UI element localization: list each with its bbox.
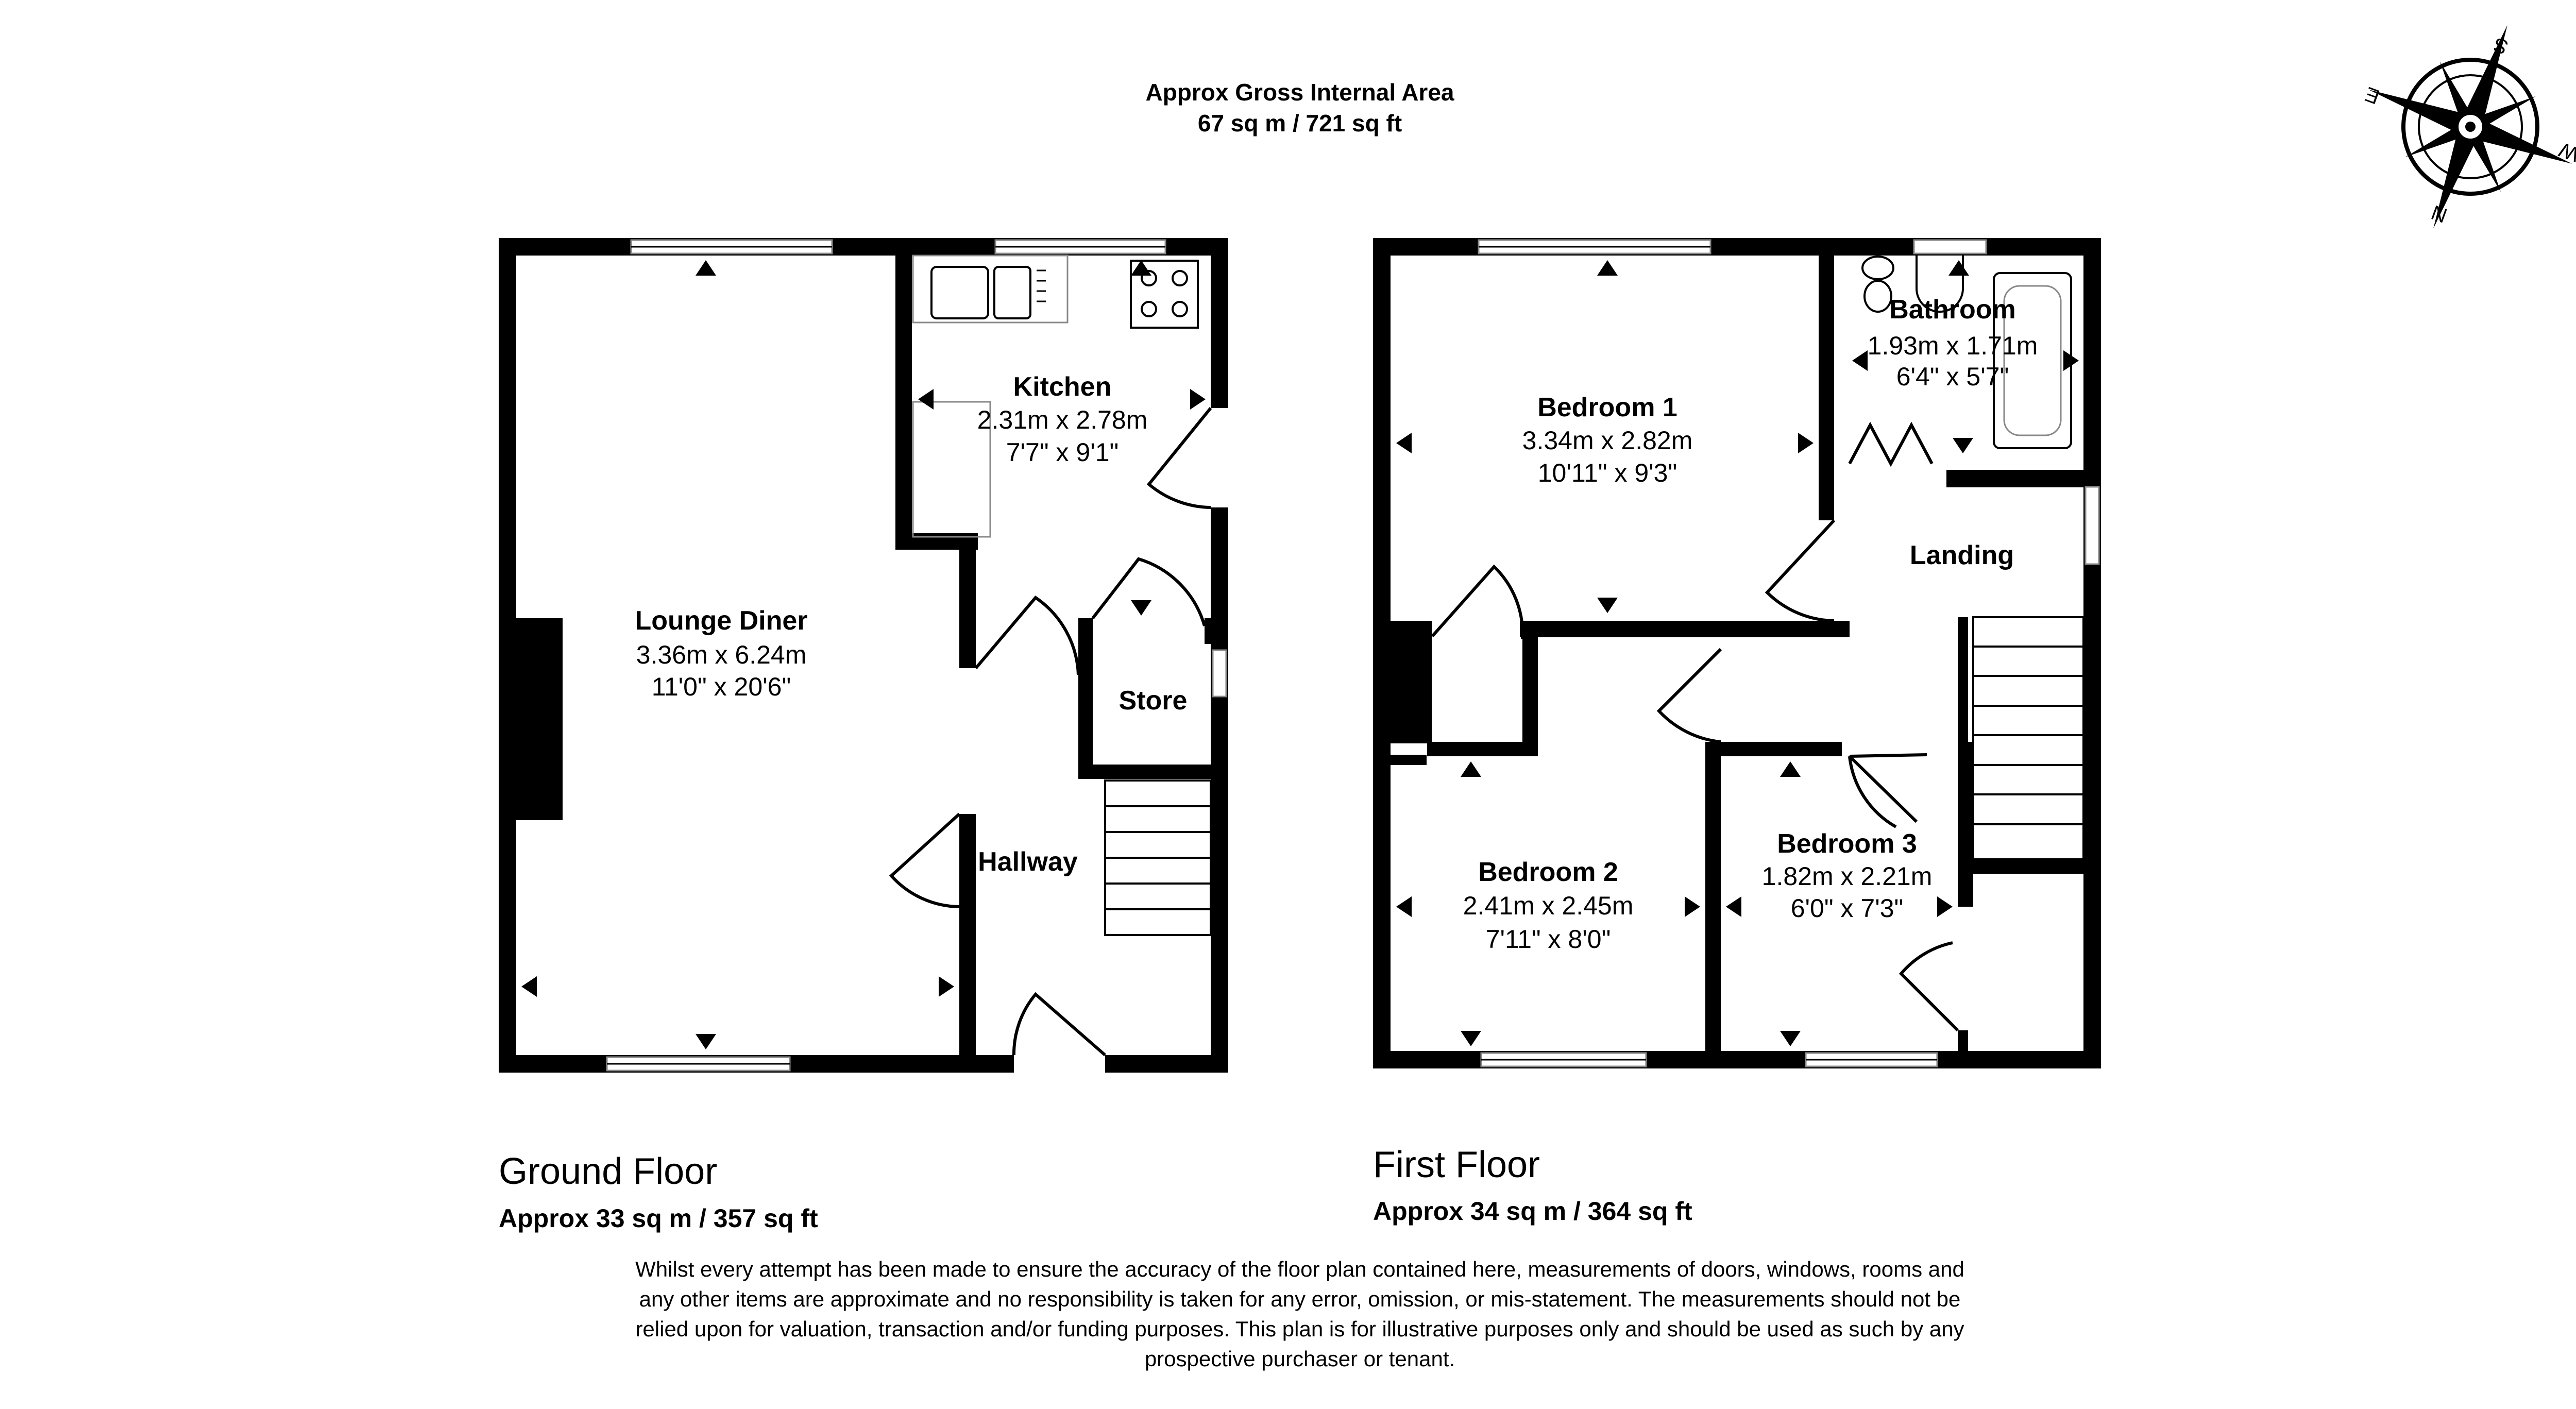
lounge-diner-imperial: 11'0" x 20'6" <box>652 672 791 701</box>
bedroom-3-name: Bedroom 3 <box>1777 829 1917 859</box>
disclaimer-line-2: any other items are approximate and no r… <box>639 1287 1961 1311</box>
compass-rose-icon: S N E W <box>2362 25 2576 229</box>
compass-east-label: E <box>2362 82 2383 108</box>
lounge-diner-metric: 3.36m x 6.24m <box>636 640 807 669</box>
bedroom-1-imperial: 10'11" x 9'3" <box>1538 459 1677 487</box>
kitchen-name: Kitchen <box>1013 372 1112 402</box>
bedroom-1-metric: 3.34m x 2.82m <box>1522 426 1693 455</box>
gross-area-value: 67 sq m / 721 sq ft <box>1198 110 1402 137</box>
store-name: Store <box>1119 686 1188 716</box>
ground-floor-plan <box>499 238 1228 1073</box>
hallway-name: Hallway <box>978 847 1078 877</box>
landing-name: Landing <box>1910 540 2014 570</box>
disclaimer-line-4: prospective purchaser or tenant. <box>1145 1347 1455 1371</box>
gross-area-title: Approx Gross Internal Area <box>1145 79 1454 106</box>
first-floor-plan <box>1373 238 2101 1068</box>
compass-west-label: W <box>2556 138 2576 166</box>
first-floor-area: Approx 34 sq m / 364 sq ft <box>1373 1197 1692 1226</box>
disclaimer-line-1: Whilst every attempt has been made to en… <box>635 1257 1964 1281</box>
first-floor-title: First Floor <box>1373 1144 1540 1185</box>
bathroom-name: Bathroom <box>1889 295 2016 325</box>
ground-floor-area: Approx 33 sq m / 357 sq ft <box>499 1204 818 1233</box>
bedroom-3-metric: 1.82m x 2.21m <box>1762 862 1933 891</box>
bedroom-2-imperial: 7'11" x 8'0" <box>1486 925 1611 954</box>
compass-north-label: N <box>2429 200 2450 227</box>
lounge-diner-name: Lounge Diner <box>635 606 807 636</box>
ground-floor-title: Ground Floor <box>499 1151 717 1192</box>
bedroom-1-name: Bedroom 1 <box>1537 393 1677 422</box>
bedroom-2-metric: 2.41m x 2.45m <box>1463 891 1634 920</box>
bathroom-imperial: 6'4" x 5'7" <box>1896 362 2009 391</box>
bathroom-metric: 1.93m x 1.71m <box>1868 331 2038 360</box>
bedroom-2-name: Bedroom 2 <box>1478 857 1618 887</box>
disclaimer-line-3: relied upon for valuation, transaction a… <box>635 1317 1964 1341</box>
compass-south-label: S <box>2490 33 2511 59</box>
kitchen-imperial: 7'7" x 9'1" <box>1006 438 1119 467</box>
bedroom-3-imperial: 6'0" x 7'3" <box>1791 894 1904 923</box>
kitchen-metric: 2.31m x 2.78m <box>977 405 1148 434</box>
